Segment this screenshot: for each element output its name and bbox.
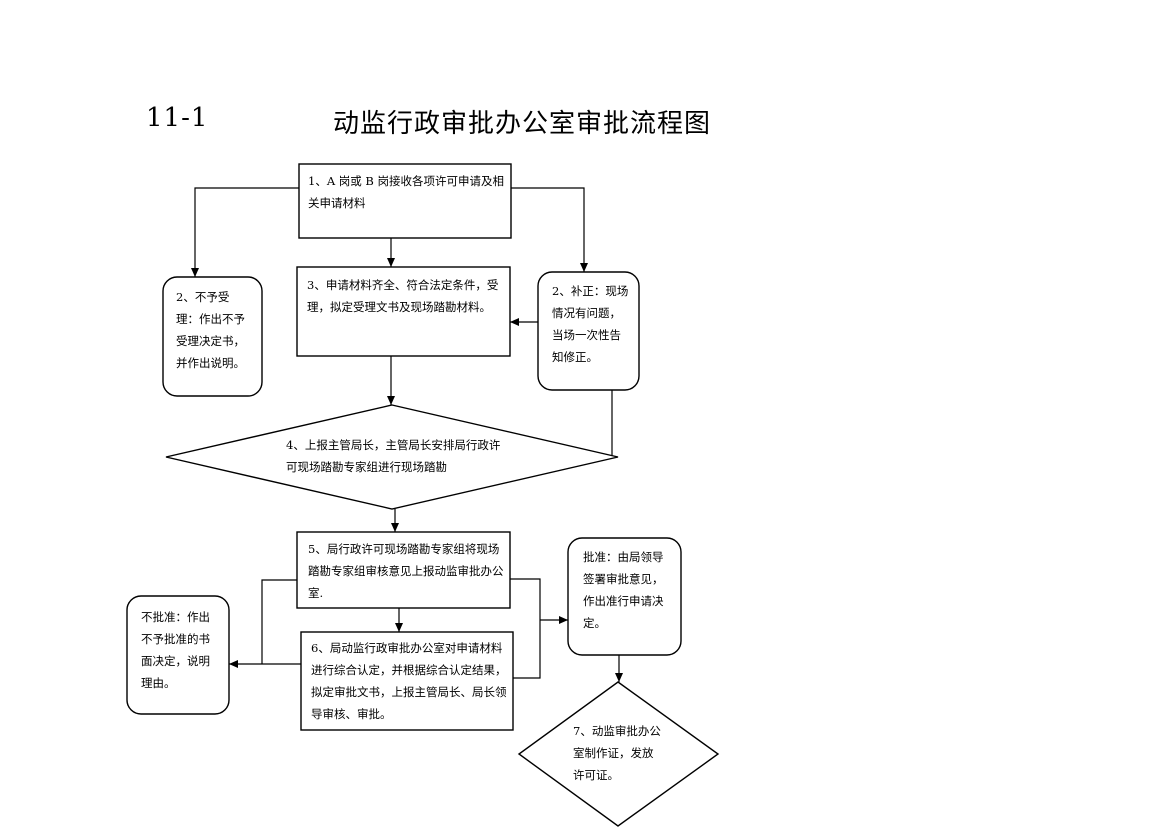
step6-box [300, 631, 514, 731]
step4-text: 4、上报主管局长，主管局长安排局行政许可现场踏勘专家组进行现场踏勘 [286, 438, 501, 474]
line-step5-to-approve [510, 578, 541, 679]
step2-supplement-text: 2、补正：现场情况有问题，当场一次性告知修正。 [552, 284, 629, 364]
step2-reject-box [162, 276, 263, 397]
step6-text: 6、局动监行政审批办公室对申请材料进行综合认定，并根据综合认定结果，拟定审批文书… [311, 641, 507, 721]
arrow-step1-to-supplement [511, 187, 588, 272]
page-code: 11-1 [146, 103, 209, 133]
step5-text: 5、局行政许可现场踏勘专家组将现场踏勘专家组审核意见上报动监审批办公室. [308, 542, 504, 600]
approve-box [567, 537, 682, 656]
step7-diamond [517, 681, 720, 827]
step1-box [298, 163, 512, 239]
reject-box [126, 595, 230, 715]
step1-text: 1、A 岗或 B 岗接收各项许可申请及相关申请材料 [308, 174, 505, 210]
step2-supplement-box [537, 271, 640, 391]
step7-text: 7、动监审批办公室制作证，发放许可证。 [573, 724, 661, 782]
reject-text: 不批准：作出不予批准的书面决定，说明理由。 [141, 610, 210, 690]
step2-reject-text: 2、不予受理：作出不予受理决定书，并作出说明。 [176, 290, 245, 370]
step3-box [296, 266, 511, 357]
approve-text: 批准：由局领导签署审批意见，作出准行申请决定。 [583, 550, 664, 630]
step5-box [296, 531, 511, 609]
page-title: 动监行政审批办公室审批流程图 [333, 109, 712, 139]
arrow-step1-to-reject [191, 187, 299, 277]
line-step5-to-reject [261, 579, 297, 664]
step4-diamond [165, 404, 619, 510]
step3-text: 3、申请材料齐全、符合法定条件，受理，拟定受理文书及现场踏勘材料。 [307, 278, 499, 314]
